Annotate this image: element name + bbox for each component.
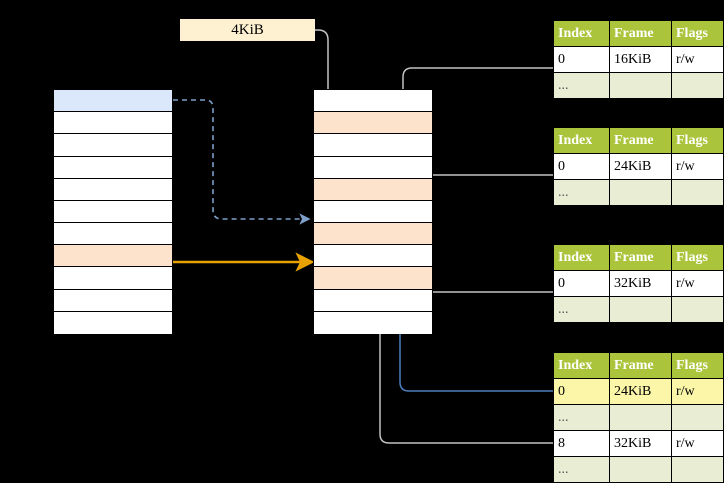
virtual-block-8 xyxy=(54,267,172,290)
virtual-block-2 xyxy=(54,134,172,157)
cell-flags: r/w xyxy=(671,153,724,180)
cell-frame xyxy=(609,296,672,323)
cell-frame: 24KiB xyxy=(609,378,672,405)
cell-frame: 32KiB xyxy=(609,270,672,297)
cell-flags xyxy=(671,179,724,206)
virtual-block-5 xyxy=(54,200,172,224)
physical-block-5 xyxy=(314,200,432,224)
page-size-label: 4KiB xyxy=(231,21,264,38)
cell-flags: r/w xyxy=(671,430,724,457)
cell-index: 0 xyxy=(553,270,610,297)
cell-index: ... xyxy=(553,72,610,99)
cell-flags xyxy=(671,296,724,323)
cell-frame: 32KiB xyxy=(609,430,672,457)
cell-frame: 24KiB xyxy=(609,153,672,180)
cell-frame xyxy=(609,179,672,206)
table-row: ... xyxy=(553,456,724,483)
arrow-virtual-to-physical-dashed xyxy=(173,99,311,225)
virtual-block-4 xyxy=(54,178,172,201)
cell-flags xyxy=(671,72,724,99)
cell-index: 0 xyxy=(553,153,610,180)
cell-index: ... xyxy=(553,179,610,206)
physical-block-10 xyxy=(314,311,432,334)
physical-block-1 xyxy=(314,112,432,135)
virtual-block-0 xyxy=(54,90,172,113)
cell-flags: r/w xyxy=(671,46,724,73)
physical-block-6 xyxy=(314,223,432,246)
page-size-tag: 4KiB xyxy=(180,19,315,41)
arrow-table3-to-physical xyxy=(415,259,553,293)
table-row: ... xyxy=(553,296,724,323)
cell-index: 8 xyxy=(553,430,610,457)
cell-index: 0 xyxy=(553,46,610,73)
physical-memory-column xyxy=(313,89,433,334)
physical-block-0 xyxy=(314,90,432,113)
column-header-index: Index xyxy=(553,352,610,379)
table-row: ... xyxy=(553,404,724,431)
cell-flags xyxy=(671,404,724,431)
physical-block-8 xyxy=(314,267,432,290)
cell-frame xyxy=(609,456,672,483)
arrow-table2-to-physical xyxy=(415,174,553,220)
virtual-block-1 xyxy=(54,112,172,135)
column-header-index: Index xyxy=(553,244,610,271)
cell-frame xyxy=(609,404,672,431)
cell-index: ... xyxy=(553,296,610,323)
cell-frame: 16KiB xyxy=(609,46,672,73)
column-header-index: Index xyxy=(553,127,610,154)
virtual-block-7 xyxy=(54,245,172,268)
column-header-frame: Frame xyxy=(609,352,672,379)
cell-flags: r/w xyxy=(671,270,724,297)
column-header-frame: Frame xyxy=(609,20,672,47)
physical-block-7 xyxy=(314,245,432,268)
virtual-block-10 xyxy=(54,311,172,334)
table-row: ... xyxy=(553,72,724,99)
cell-index: 0 xyxy=(553,378,610,405)
cell-index: ... xyxy=(553,456,610,483)
cell-index: ... xyxy=(553,404,610,431)
physical-block-3 xyxy=(314,156,432,179)
virtual-block-6 xyxy=(54,223,172,246)
physical-block-4 xyxy=(314,178,432,201)
virtual-block-9 xyxy=(54,289,172,312)
virtual-address-space-column xyxy=(53,89,173,334)
physical-block-9 xyxy=(314,289,432,312)
column-header-frame: Frame xyxy=(609,127,672,154)
column-header-flags: Flags xyxy=(671,127,724,154)
column-header-flags: Flags xyxy=(671,20,724,47)
cell-flags: r/w xyxy=(671,378,724,405)
column-header-frame: Frame xyxy=(609,244,672,271)
table-row: ... xyxy=(553,179,724,206)
column-header-index: Index xyxy=(553,20,610,47)
physical-block-2 xyxy=(314,134,432,157)
column-header-flags: Flags xyxy=(671,352,724,379)
cell-flags xyxy=(671,456,724,483)
column-header-flags: Flags xyxy=(671,244,724,271)
cell-frame xyxy=(609,72,672,99)
virtual-block-3 xyxy=(54,156,172,179)
